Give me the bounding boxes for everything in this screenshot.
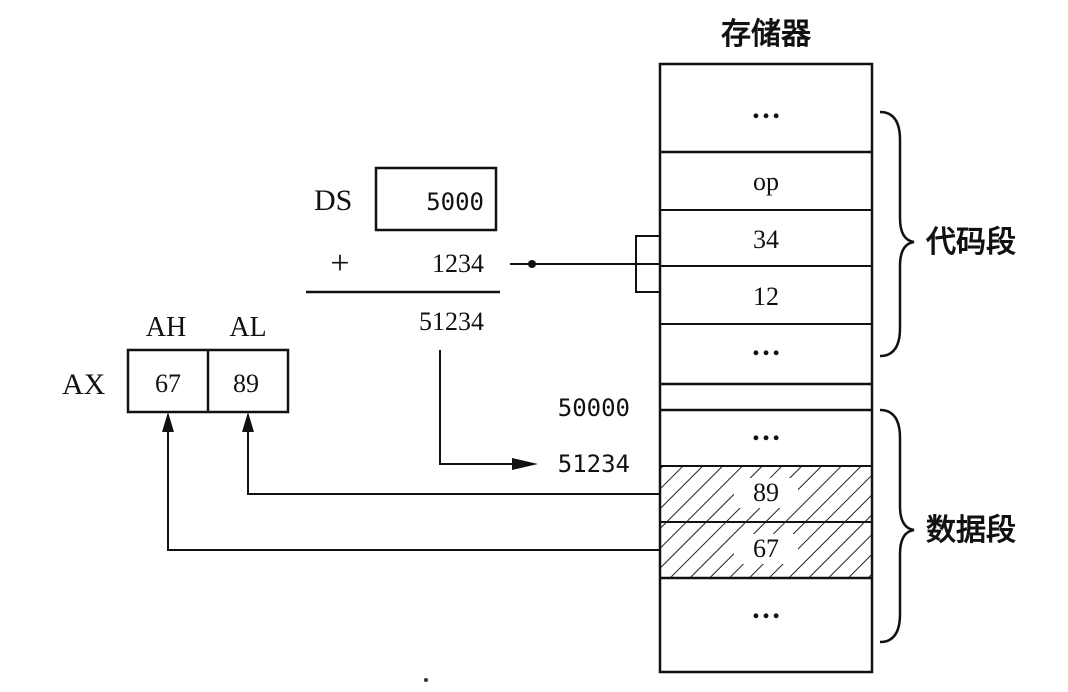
offset-value: 1234 [432,249,484,278]
plus-sign: + [330,245,349,282]
memory-cell-op: op [753,167,779,196]
code-segment-brace [879,110,915,358]
memory-cell-67: 67 [753,534,779,563]
memory-cell-code-dots: … [751,329,781,362]
data-segment-label: 数据段 [926,513,1016,548]
memory-title: 存储器 [721,17,812,52]
address-51234: 51234 [558,450,630,478]
ah-load-arrow [162,412,660,551]
sum-result: 51234 [419,307,484,336]
ah-value: 67 [155,369,181,398]
memory-cell-data-dots: … [751,414,781,447]
ds-value: 5000 [426,188,484,216]
memory-outer-border [658,62,874,674]
memory-column: … op 34 12 … … 89 67 … [658,62,874,674]
code-segment-label: 代码段 [925,225,1016,260]
ds-label: DS [314,184,352,217]
memory-cell-bottom-dots: … [751,592,781,625]
ax-label: AX [62,368,106,401]
memory-cell-top-dots: … [751,92,781,125]
al-load-arrow [242,412,660,495]
offset-pointer [510,235,660,293]
address-50000: 50000 [558,394,630,422]
memory-cell-12: 12 [753,282,779,311]
result-arrow [439,350,538,470]
al-label: AL [229,312,266,343]
ah-label: AH [146,312,186,343]
ds-register-box [374,166,498,232]
data-segment-brace [879,408,915,644]
memory-cell-89: 89 [753,478,779,507]
al-value: 89 [233,369,259,398]
memory-cell-34: 34 [753,225,779,254]
